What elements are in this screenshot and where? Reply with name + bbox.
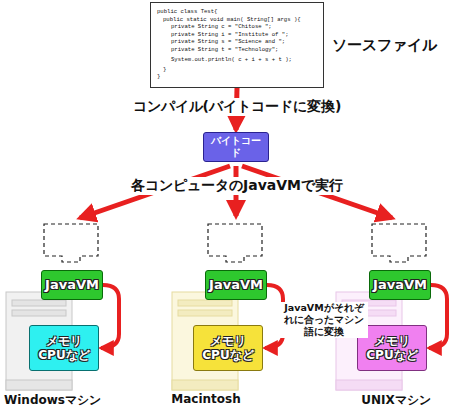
javavm-block: JavaVM [41, 270, 103, 300]
machine-label: Macintosh [171, 392, 240, 406]
block-label: JavaVM [209, 277, 263, 293]
block-label: JavaVM [45, 277, 99, 293]
code-line: private String t = "Technology"; [157, 46, 317, 54]
step-label: 各コンピュータのJavaVMで実行 [129, 177, 345, 195]
javavm-block: JavaVM [205, 270, 267, 300]
machine-label: Windowsマシン [4, 392, 101, 409]
machine-label: UNIXマシン [361, 392, 431, 409]
block-label: メモリ CPUなど [361, 334, 423, 363]
edge-label: コンパイル(バイトコードに変換) [130, 98, 345, 116]
file-label: ソースファイル [332, 36, 437, 55]
code-line: } [157, 66, 317, 74]
memory-cpu-block: メモリ CPUなど [29, 325, 99, 371]
code-line: public static void main( String[] args )… [157, 16, 317, 24]
code-line: private String c = "Chitose "; [157, 23, 317, 31]
javavm-block: JavaVM [369, 270, 431, 300]
code-line: } [157, 73, 317, 81]
flow-arrow [429, 285, 447, 348]
flow-arrow [101, 285, 119, 348]
code-line: public class Test{ [157, 8, 317, 16]
block-label: JavaVM [373, 277, 427, 293]
block-label: メモリ CPUなど [33, 334, 95, 363]
code-line: private String i = "Institute of "; [157, 31, 317, 39]
bytecode-block: バイトコード [203, 132, 269, 162]
memory-cpu-block: メモリ CPUなど [193, 325, 263, 371]
code-line: private String s = "Science and "; [157, 38, 317, 46]
source-file-box: public class Test{public static void mai… [150, 2, 324, 88]
block-label: メモリ CPUなど [197, 334, 259, 363]
empty-slot [44, 224, 426, 262]
block-label: バイトコード [207, 135, 265, 159]
distribution-arrow [80, 166, 392, 218]
callout-note: JavaVMがそれぞれに合ったマシン語に変換 [280, 302, 368, 338]
code-line: System.out.println( c + i + s + t ); [157, 56, 317, 64]
